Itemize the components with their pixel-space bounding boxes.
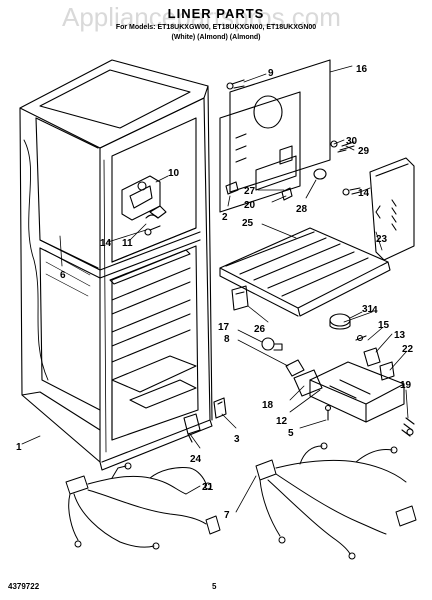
- callout-leaders: [21, 65, 409, 513]
- callout-17: 17: [218, 322, 230, 333]
- callout-4: 4: [372, 305, 378, 316]
- watermark: Appliancepartspros.com: [62, 2, 341, 32]
- callout-10: 10: [168, 168, 180, 179]
- callout-26: 26: [254, 324, 266, 335]
- screws-and-clips: [144, 79, 361, 236]
- callout-27: 27: [244, 186, 256, 197]
- callout-2: 2: [222, 212, 228, 223]
- callout-13: 13: [394, 330, 406, 341]
- switch-22: [379, 361, 395, 381]
- callout-1: 1: [16, 442, 22, 453]
- wire-harness-21: [65, 462, 221, 550]
- callout-29: 29: [358, 146, 370, 157]
- callout-21: 21: [202, 482, 214, 493]
- callout-8: 8: [224, 334, 230, 345]
- cabinet-liner: [19, 59, 213, 471]
- callout-31: 31: [362, 304, 374, 315]
- screw-5: [324, 404, 332, 421]
- callout-28: 28: [296, 204, 308, 215]
- spring-19: [401, 417, 415, 437]
- callout-23: 23: [376, 234, 388, 245]
- light-bulb-17: [261, 337, 283, 351]
- callout-14-b: 14: [358, 188, 370, 199]
- callout-16: 16: [356, 64, 368, 75]
- air-duct-23: [369, 157, 415, 261]
- callout-11: 11: [122, 238, 133, 249]
- callout-14: 14: [100, 238, 112, 249]
- light-shield-18: [293, 369, 323, 397]
- callout-19: 19: [400, 380, 412, 391]
- callout-18: 18: [262, 400, 274, 411]
- light-housing-12: [309, 361, 405, 423]
- thermostat-knob-11: [145, 205, 167, 219]
- freezer-shelf-25: [219, 227, 391, 317]
- wire-harness-7: [255, 442, 417, 560]
- callout-7: 7: [224, 510, 230, 521]
- callout-5: 5: [288, 428, 294, 439]
- color-list: (White) (Almond) (Almond): [171, 34, 261, 41]
- bulb-socket-8: [285, 359, 305, 377]
- document-number: 4379722: [8, 582, 40, 591]
- model-list: For Models: ET18UKXGW00, ET18UKXGN00, ET…: [115, 24, 317, 31]
- callout-20: 20: [244, 200, 256, 211]
- control-housing-10: [121, 175, 161, 221]
- socket-13: [355, 334, 381, 367]
- diagram-title: LINER PARTS: [167, 6, 265, 21]
- callout-15: 15: [378, 320, 390, 331]
- evaporator-cover-16: [219, 59, 331, 213]
- page-number: 5: [212, 582, 217, 591]
- callout-3: 3: [234, 434, 240, 445]
- connector-24: [183, 413, 201, 443]
- connector-3: [213, 397, 227, 419]
- callout-numbers: 1 2 3 4 5 6 7 8 9 10 11 12 13 14 14 15 1…: [16, 64, 414, 521]
- callout-30: 30: [346, 136, 358, 147]
- knob-31: [329, 313, 351, 330]
- callout-12: 12: [276, 416, 288, 427]
- callout-22: 22: [402, 344, 414, 355]
- callout-24: 24: [190, 454, 202, 465]
- callout-9: 9: [268, 68, 274, 79]
- callout-25: 25: [242, 218, 254, 229]
- callout-6: 6: [60, 270, 66, 281]
